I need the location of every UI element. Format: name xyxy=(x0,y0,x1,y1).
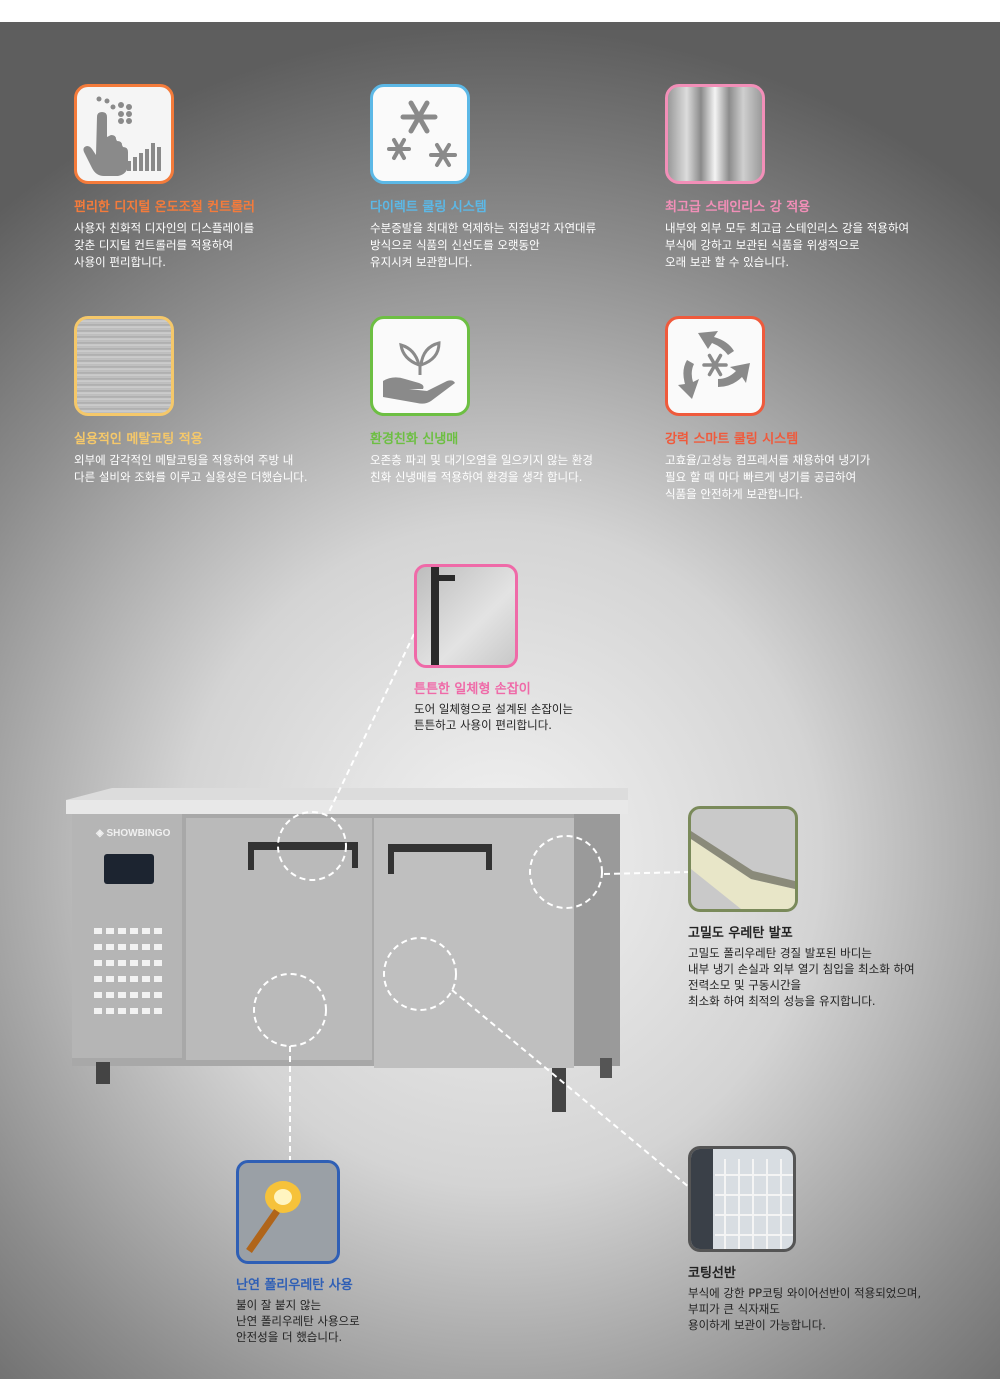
feature-metal-coating: 실용적인 메탈코팅 적용 외부에 감각적인 메탈코팅을 적용하여 주방 내 다른… xyxy=(74,316,374,486)
feature-title: 강력 스마트 쿨링 시스템 xyxy=(665,432,799,447)
callout-description: 불이 잘 붙지 않는 난연 폴리우레탄 사용으로 안전성을 더 했습니다. xyxy=(236,1298,360,1344)
refrigerator-illustration xyxy=(66,788,628,1112)
feature-eco-refrigerant: 환경친화 신냉매 오존층 파괴 및 대기오염을 일으키지 않는 환경 친화 신냉… xyxy=(370,316,670,486)
snowflake-icon xyxy=(370,84,470,184)
callout-coated-shelf: 코팅선반 부식에 강한 PP코팅 와이어선반이 적용되었으며, 부피가 큰 식자… xyxy=(688,1146,988,1333)
feature-description: 내부와 외부 모두 최고급 스테인리스 강을 적용하여 부식에 강하고 보관된 … xyxy=(665,221,910,269)
feature-smart-cooling: 강력 스마트 쿨링 시스템 고효율/고성능 컴프레서를 채용하여 냉기가 필요 … xyxy=(665,316,965,503)
flame-photo xyxy=(236,1160,340,1264)
feature-title: 편리한 디지털 온도조절 컨트롤러 xyxy=(74,200,256,215)
brand-logo: ◈ SHOWBINGO xyxy=(96,828,171,839)
callout-title: 코팅선반 xyxy=(688,1266,736,1281)
callout-description: 고밀도 폴리우레탄 경질 발포된 바디는 내부 냉기 손실과 외부 열기 침입을… xyxy=(688,946,915,1008)
feature-title: 최고급 스테인리스 강 적용 xyxy=(665,200,811,215)
feature-title: 다이렉트 쿨링 시스템 xyxy=(370,200,487,215)
feature-title: 실용적인 메탈코팅 적용 xyxy=(74,432,203,447)
callout-title: 고밀도 우레탄 발포 xyxy=(688,926,793,941)
feature-stainless: 최고급 스테인리스 강 적용 내부와 외부 모두 최고급 스테인리스 강을 적용… xyxy=(665,84,965,271)
callout-title: 난연 폴리우레탄 사용 xyxy=(236,1278,353,1293)
stainless-texture-icon xyxy=(665,84,765,184)
metal-texture-icon xyxy=(74,316,174,416)
leaf-hand-icon xyxy=(370,316,470,416)
callout-title: 튼튼한 일체형 손잡이 xyxy=(414,682,531,697)
shelf-photo xyxy=(688,1146,796,1252)
feature-direct-cooling: 다이렉트 쿨링 시스템 수분증발을 최대한 억제하는 직접냉각 자연대류 방식으… xyxy=(370,84,670,271)
callout-urethane: 고밀도 우레탄 발포 고밀도 폴리우레탄 경질 발포된 바디는 내부 냉기 손실… xyxy=(688,806,988,1009)
urethane-photo xyxy=(688,806,798,912)
feature-description: 수분증발을 최대한 억제하는 직접냉각 자연대류 방식으로 식품의 신선도를 오… xyxy=(370,221,597,269)
feature-description: 외부에 감각적인 메탈코팅을 적용하여 주방 내 다른 설비와 조화를 이루고 … xyxy=(74,453,308,484)
feature-description: 고효율/고성능 컴프레서를 채용하여 냉기가 필요 할 때 마다 빠르게 냉기를… xyxy=(665,453,871,501)
feature-title: 환경친화 신냉매 xyxy=(370,432,459,447)
brand-name: SHOWBINGO xyxy=(106,828,171,839)
callout-description: 부식에 강한 PP코팅 와이어선반이 적용되었으며, 부피가 큰 식자재도 용이… xyxy=(688,1286,922,1332)
feature-description: 사용자 친화적 디자인의 디스플레이를 갖춘 디지털 컨트롤러를 적용하여 사용… xyxy=(74,221,255,269)
cycle-snowflake-icon xyxy=(665,316,765,416)
callout-description: 도어 일체형으로 설계된 손잡이는 튼튼하고 사용이 편리합니다. xyxy=(414,702,574,732)
feature-digital-controller: 편리한 디지털 온도조절 컨트롤러 사용자 친화적 디자인의 디스플레이를 갖춘… xyxy=(74,84,374,271)
callout-handle: 튼튼한 일체형 손잡이 도어 일체형으로 설계된 손잡이는 튼튼하고 사용이 편… xyxy=(414,564,654,733)
touch-hand-icon xyxy=(74,84,174,184)
top-white-band xyxy=(0,0,1000,22)
handle-photo xyxy=(414,564,518,668)
feature-description: 오존층 파괴 및 대기오염을 일으키지 않는 환경 친화 신냉매를 적용하여 환… xyxy=(370,453,593,484)
callout-flame-retardant: 난연 폴리우레탄 사용 불이 잘 붙지 않는 난연 폴리우레탄 사용으로 안전성… xyxy=(236,1160,456,1345)
callout-circles xyxy=(253,633,691,1189)
